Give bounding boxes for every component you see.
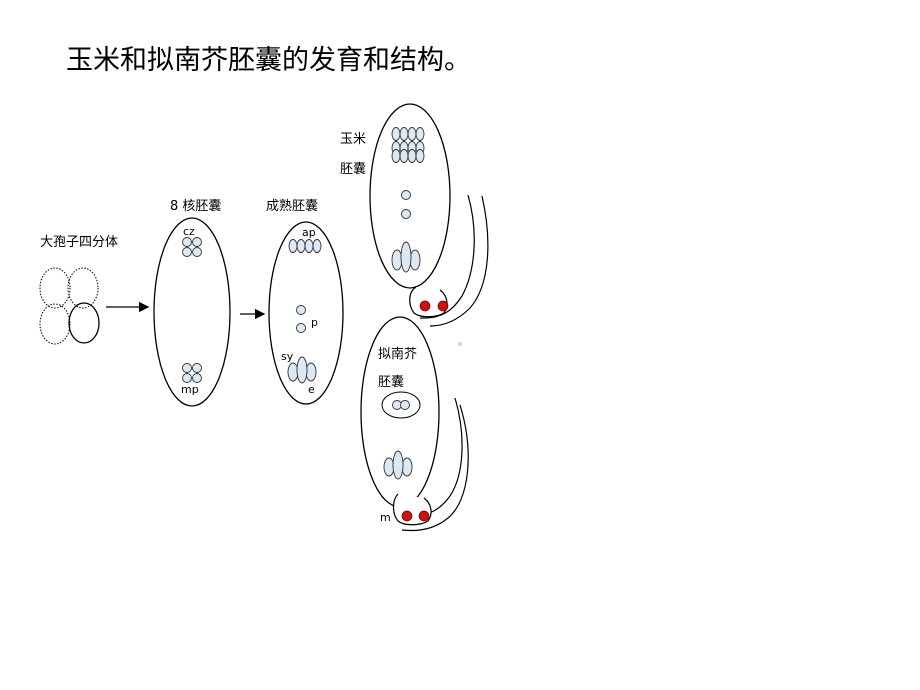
integument-inner — [420, 194, 475, 319]
mature-sac-label: 成熟胚囊 — [266, 198, 318, 214]
megaspore-tetrad-label: 大孢子四分体 — [40, 235, 118, 250]
sac-outline — [268, 221, 344, 405]
arabidopsis-embryo-sac: 拟南芥 胚囊 m — [360, 316, 469, 532]
synergid-dot — [437, 300, 449, 312]
integument-outer — [429, 195, 489, 327]
synergid-dot — [419, 300, 431, 312]
central-cell — [381, 391, 421, 419]
decorative-dot — [458, 342, 462, 346]
synergid-dot — [418, 510, 430, 522]
maize-embryo-sac: 玉米 胚囊 — [340, 103, 489, 327]
eight-nucleate-label: 8 核胚囊 — [170, 198, 221, 214]
label-cz: cz — [183, 225, 195, 238]
arabidopsis-label-line2: 胚囊 — [378, 374, 404, 390]
polar-nucleus — [401, 190, 411, 200]
megaspore-cell — [67, 267, 99, 309]
label-p: p — [311, 316, 318, 329]
label-sy: sy — [281, 350, 294, 363]
label-e: e — [308, 383, 315, 396]
antipodal-cells — [288, 239, 322, 253]
label-mp: mp — [181, 383, 199, 396]
label-ap: ap — [302, 226, 316, 239]
micropylar-nuclei — [182, 363, 202, 383]
mature-sac: 成熟胚囊 ap p sy e — [266, 198, 344, 405]
megaspore-cell — [39, 303, 71, 345]
egg-apparatus — [391, 241, 421, 273]
egg-apparatus — [383, 450, 413, 480]
arabidopsis-label-line1: 拟南芥 — [378, 346, 417, 362]
antipodal-cluster — [391, 127, 425, 163]
maize-label-line2: 胚囊 — [340, 161, 366, 177]
megaspore-tetrad: 大孢子四分体 — [39, 235, 118, 345]
functional-megaspore — [68, 302, 100, 344]
egg-apparatus — [287, 356, 317, 384]
polar-nucleus — [401, 209, 411, 219]
polar-nucleus — [296, 305, 306, 315]
label-m: m — [380, 511, 391, 524]
chalazal-nuclei — [182, 237, 202, 257]
eight-nucleate-sac: 8 核胚囊 cz mp — [153, 198, 231, 407]
integument-outer — [401, 404, 469, 532]
polar-nucleus — [296, 323, 306, 333]
slide-title: 玉米和拟南芥胚囊的发育和结构。 — [66, 45, 471, 76]
maize-label-line1: 玉米 — [340, 132, 366, 147]
sac-outline — [153, 217, 231, 407]
synergid-dot — [401, 510, 413, 522]
polar-nucleus — [400, 400, 410, 410]
megaspore-cell — [39, 267, 71, 309]
